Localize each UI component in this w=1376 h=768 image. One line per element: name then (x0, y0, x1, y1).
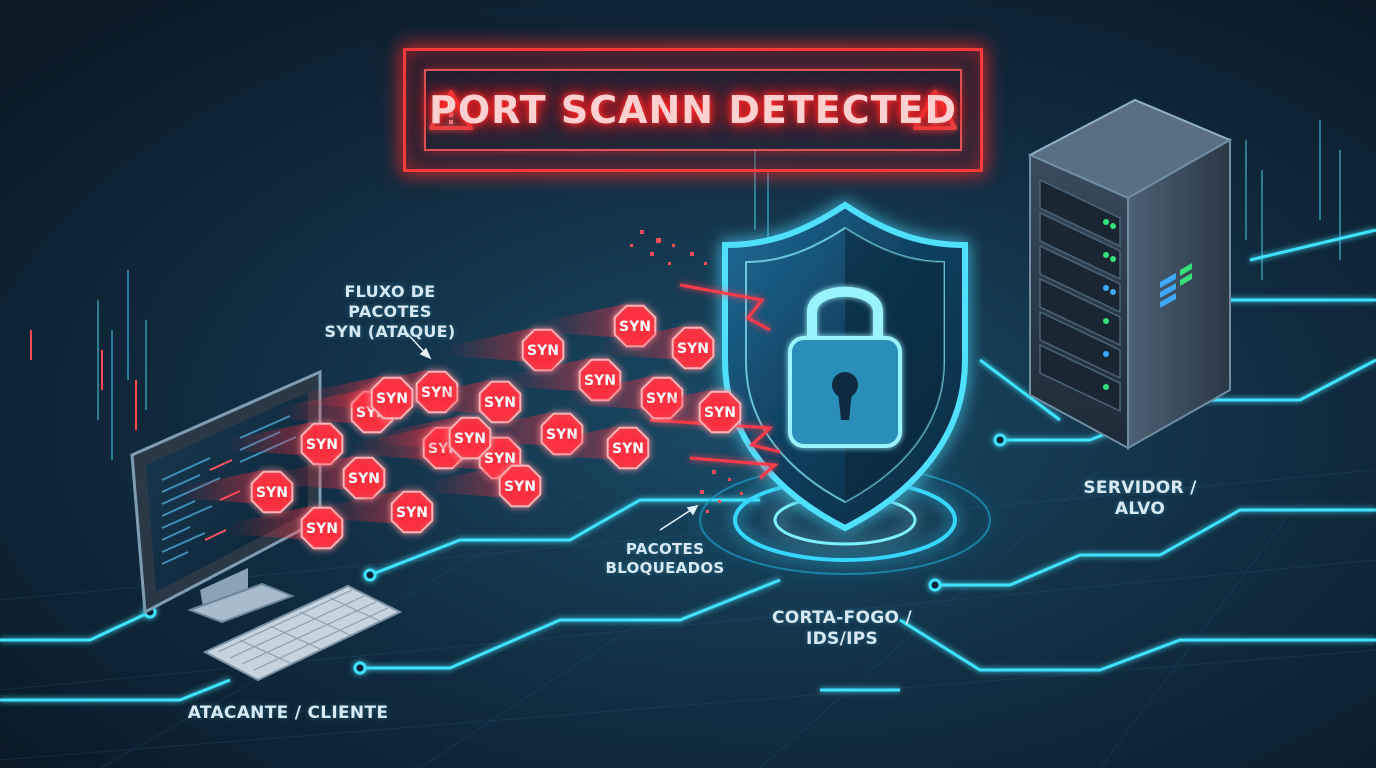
firewall-label-line1: CORTA-FOGO / (772, 608, 912, 628)
syn-packet-trail (567, 376, 652, 410)
syn-packet-trail (177, 470, 262, 504)
syn-packet-trail (533, 426, 618, 460)
blocked-packets-label-line2: BLOQUEADOS (605, 558, 725, 577)
packet-flow-label-line1: FLUXO DE PACOTES (344, 282, 436, 321)
syn-packet-trail (269, 456, 354, 490)
syn-packet-shape (671, 326, 715, 370)
syn-packet: SYN (227, 422, 344, 466)
firewall-label: CORTA-FOGO / IDS/IPS (752, 608, 932, 651)
syn-packet-label: SYN (677, 341, 709, 357)
syn-packet-label: SYN (704, 405, 736, 421)
syn-packet-label: SYN (619, 319, 651, 335)
syn-packet-trail (375, 416, 460, 450)
keyboard-icon (202, 584, 403, 682)
packet-flow-label-line2: SYN (ATAQUE) (324, 322, 456, 341)
syn-packet: SYN (625, 390, 742, 434)
syn-packet-trail (448, 328, 533, 362)
warning-icon (913, 90, 957, 130)
syn-packet-trail (625, 390, 710, 424)
syn-packet-shape (478, 380, 522, 424)
syn-packet-label: SYN (348, 471, 380, 487)
syn-packet-label: SYN (484, 395, 516, 411)
syn-packet-shape (390, 490, 434, 534)
syn-packet-trail (297, 376, 382, 410)
syn-packet-trail (227, 422, 312, 456)
syn-packet-trail (505, 358, 590, 392)
server-icon (1027, 98, 1233, 450)
syn-packet-label: SYN (376, 391, 408, 407)
syn-packet-label: SYN (484, 451, 516, 467)
syn-packet-trail (540, 304, 625, 338)
firewall-label-line2: IDS/IPS (805, 629, 879, 650)
syn-packet-label: SYN (454, 431, 486, 447)
syn-packet-trail (598, 326, 683, 360)
syn-packet: SYN (425, 464, 542, 508)
server-label-line2: ALVO (1114, 499, 1166, 520)
syn-packet-shape (370, 376, 414, 420)
syn-packet-label: SYN (256, 485, 288, 501)
syn-packet-trail (425, 464, 510, 498)
syn-packet-shape (498, 464, 542, 508)
syn-packet-label: SYN (584, 373, 616, 389)
server-label: SERVIDOR / ALVO (1060, 478, 1220, 521)
blocked-packets-label: PACOTES BLOQUEADOS (595, 540, 735, 578)
syn-packet-shape (606, 426, 650, 470)
syn-packet-trail (317, 490, 402, 524)
syn-packet: SYN (375, 416, 492, 460)
syn-packet-stream: SYN SYN SYN SYN SYN SYN SYN SYN SYN SYN SYN SYN SYN S… (177, 304, 742, 550)
server-label-line1: SERVIDOR / (1083, 478, 1197, 498)
alert-title: PORT SCANN DETECTED (428, 88, 958, 132)
syn-packet-label: SYN (504, 479, 536, 495)
syn-packet: SYN (533, 426, 650, 470)
syn-packet-label: SYN (527, 343, 559, 359)
syn-packet-label: SYN (612, 441, 644, 457)
syn-packet: SYN (297, 376, 414, 420)
syn-packet-shape (698, 390, 742, 434)
syn-packet-trail (227, 506, 312, 540)
syn-packet-trail (405, 380, 490, 414)
syn-packet-label: SYN (306, 437, 338, 453)
red-streaks (30, 330, 137, 430)
port-scan-alert: PORT SCANN DETECTED (403, 48, 983, 172)
blocked-particles (630, 230, 743, 513)
syn-packet-label: SYN (306, 521, 338, 537)
attacker-label-text: ATACANTE / CLIENTE (187, 703, 389, 723)
attacker-label: ATACANTE / CLIENTE (178, 703, 398, 724)
syn-packet: SYN (405, 380, 522, 424)
packet-flow-label: FLUXO DE PACOTES SYN (ATAQUE) (300, 282, 480, 342)
circuit-traces (0, 228, 1376, 702)
syn-packet-label: SYN (396, 505, 428, 521)
syn-packet-shape (448, 416, 492, 460)
syn-packet: SYN (448, 328, 565, 372)
alert-inner-frame: PORT SCANN DETECTED (424, 69, 962, 151)
syn-packet: SYN (317, 490, 434, 534)
blocked-packets-label-line1: PACOTES (625, 540, 705, 558)
warning-icon (429, 90, 473, 130)
annotation-arrows (403, 329, 699, 531)
lock-icon (788, 286, 902, 448)
syn-packet: SYN (598, 326, 715, 370)
